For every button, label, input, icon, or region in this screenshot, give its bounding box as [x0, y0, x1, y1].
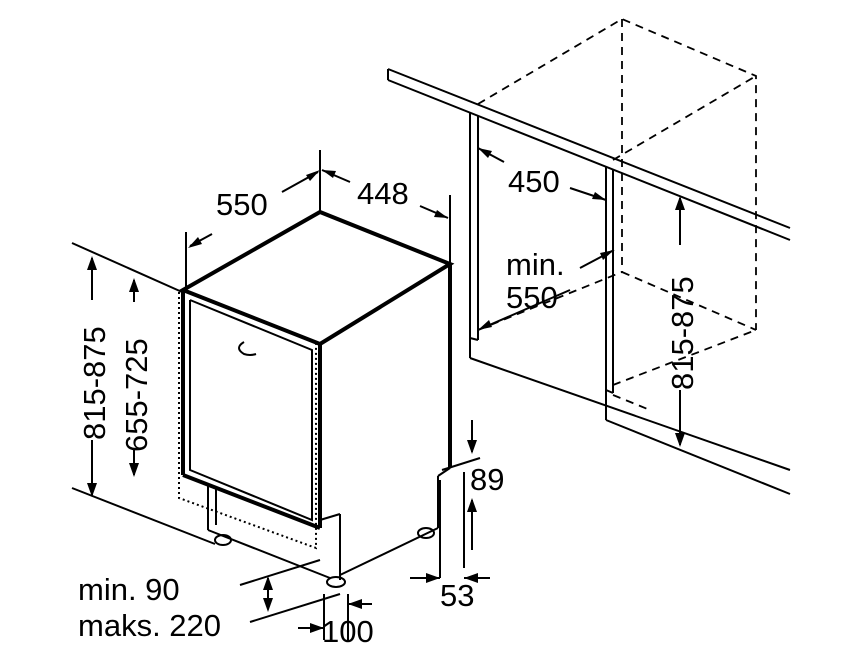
dim-53-label: 53 — [440, 578, 474, 613]
dim-100-label: 100 — [322, 614, 374, 649]
niche-depth-value-label: 550 — [506, 280, 558, 315]
width-label: 448 — [357, 176, 409, 211]
dim-top — [185, 150, 451, 290]
plinth-max-label: maks. 220 — [78, 608, 221, 643]
plinth-min-label: min. 90 — [78, 572, 180, 607]
dim-89-label: 89 — [470, 462, 504, 497]
niche-depth-min-label: min. — [506, 247, 565, 282]
dim-side-small — [410, 420, 490, 583]
dim-niche-depth — [477, 249, 615, 331]
dim-niche-height — [675, 196, 685, 447]
niche-width-label: 450 — [508, 164, 560, 199]
dim-plinth — [239, 559, 372, 640]
niche-outline — [387, 17, 791, 495]
overall-height-label: 815-875 — [77, 326, 112, 440]
dim-left-heights — [87, 256, 139, 497]
dim-niche-width — [477, 147, 607, 201]
niche-height-label: 815-875 — [665, 276, 700, 390]
depth-label: 550 — [216, 187, 268, 222]
appliance-height-label: 655-725 — [119, 338, 154, 452]
